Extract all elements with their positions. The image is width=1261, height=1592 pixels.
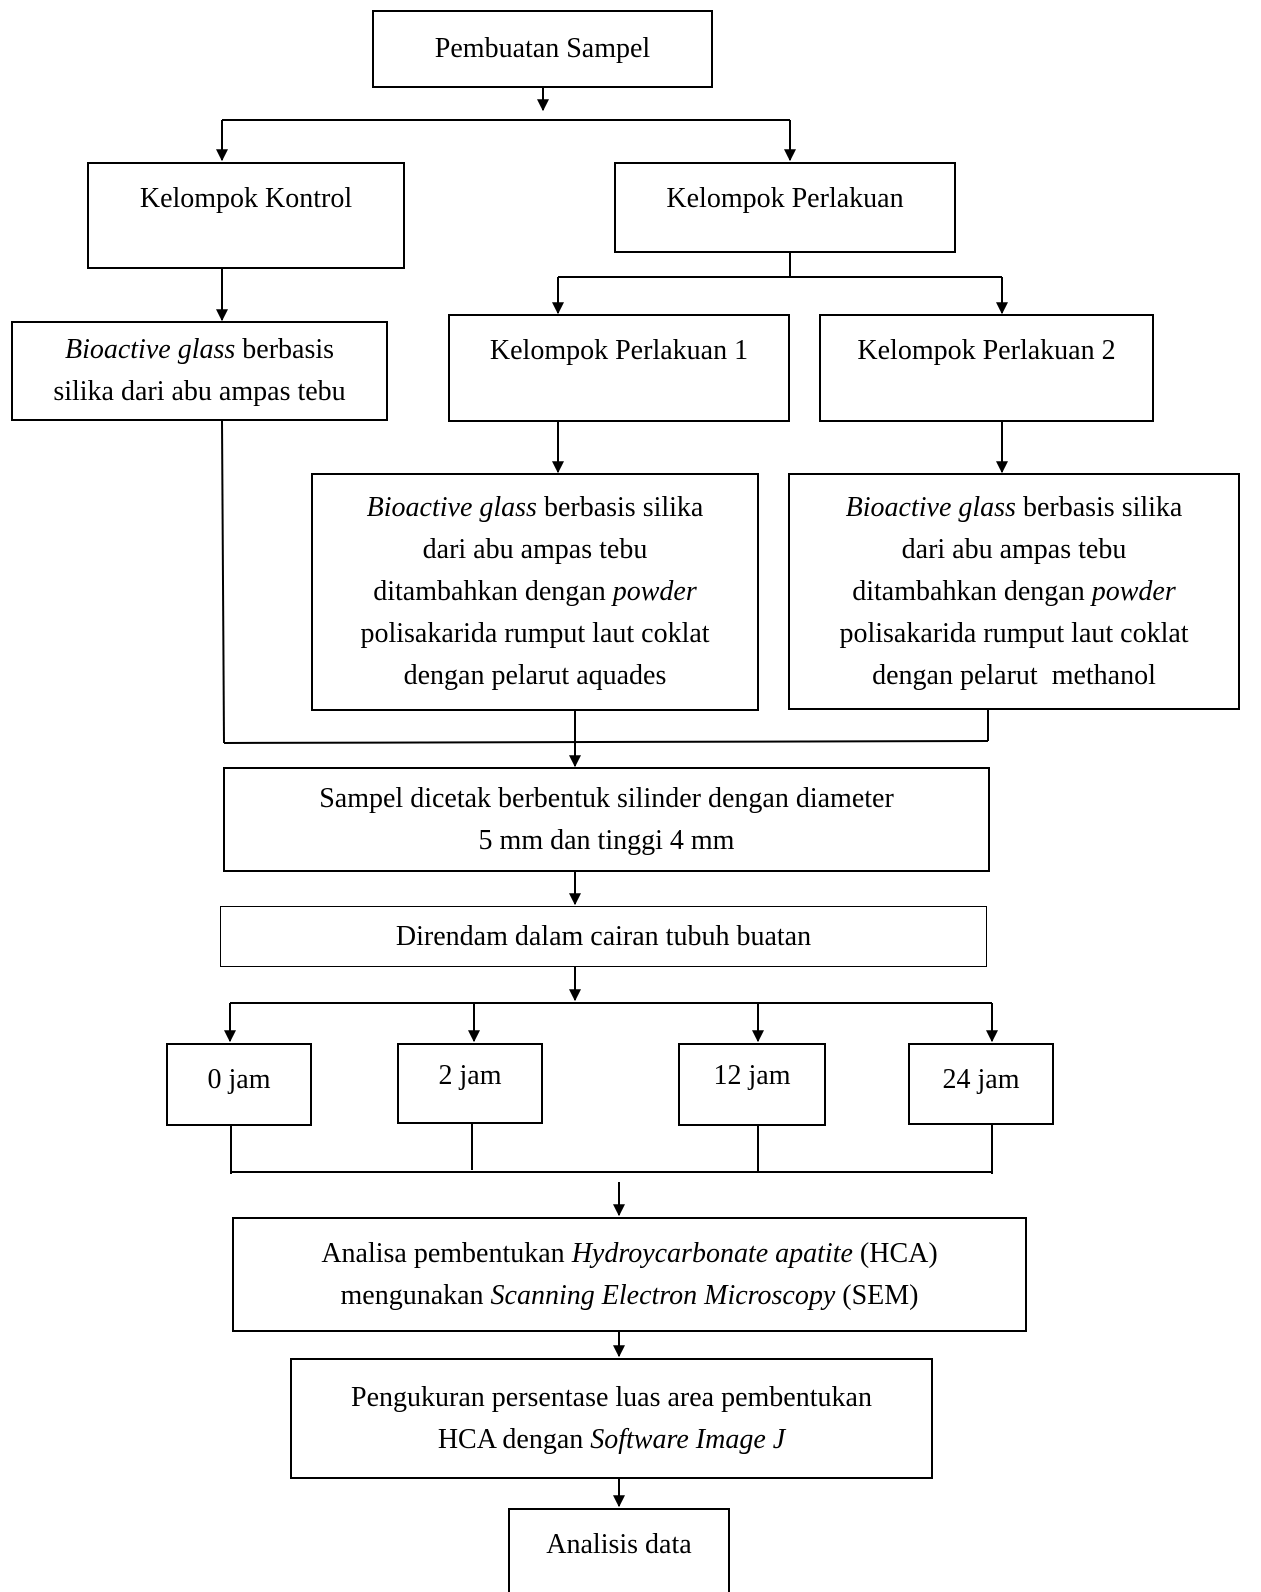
treatment-1-material-italic: Bioactive glass <box>366 492 537 523</box>
treatment-1-material-line1-rest: berbasis silika <box>536 492 704 523</box>
end-box: Analisis data <box>508 1508 730 1592</box>
treatment-group-box: Kelompok Perlakuan <box>614 162 956 253</box>
treatment-group-label: Kelompok Perlakuan <box>666 183 904 214</box>
time-label: 12 jam <box>713 1060 791 1091</box>
treatment-2-material-line5: dengan pelarut methanol <box>872 659 1156 691</box>
start-box: Pembuatan Sampel <box>372 10 713 88</box>
time-box-24: 24 jam <box>908 1043 1054 1125</box>
treatment-2-material-line3-pre: ditambahkan dengan <box>852 575 1092 607</box>
end-label: Analisis data <box>546 1529 692 1560</box>
soak-box: Direndam dalam cairan tubuh buatan <box>220 906 987 967</box>
molding-line2: 5 mm dan tinggi 4 mm <box>478 824 735 856</box>
connector-line <box>223 740 989 744</box>
treatment-1-material-line3-italic: powder <box>612 576 697 607</box>
treatment-2-material-line1: Bioactive glass berbasis silika <box>846 487 1183 529</box>
control-group-label: Kelompok Kontrol <box>139 183 353 214</box>
measurement-line2-italic: Software Image J <box>590 1423 786 1455</box>
measurement-line2-pre: HCA dengan <box>437 1423 591 1455</box>
hca-analysis-line2-italic: Scanning Electron Microscopy <box>490 1279 836 1311</box>
hca-analysis-line2-post: (SEM) <box>835 1279 919 1311</box>
hca-analysis-box: Analisa pembentukan Hydroycarbonate apat… <box>232 1217 1027 1332</box>
treatment-1-material-line3: ditambahkan dengan powder <box>373 571 696 613</box>
control-material-line1-rest: berbasis <box>235 334 335 365</box>
treatment-1-material-line1: Bioactive glass berbasis silika <box>367 487 704 529</box>
treatment-2-box: Kelompok Perlakuan 2 <box>819 314 1154 422</box>
treatment-2-material-line4: polisakarida rumput laut coklat <box>839 617 1189 649</box>
measurement-line2: HCA dengan Software Image J <box>438 1419 785 1461</box>
treatment-1-material-line3-pre: ditambahkan dengan <box>373 576 613 607</box>
soak-label: Direndam dalam cairan tubuh buatan <box>395 920 812 952</box>
control-material-line1: Bioactive glass berbasis <box>65 329 334 371</box>
treatment-2-material-box: Bioactive glass berbasis silika dari abu… <box>788 473 1240 710</box>
control-material-line2: silika dari abu ampas tebu <box>53 376 346 407</box>
molding-line1: Sampel dicetak berbentuk silinder dengan… <box>319 782 894 814</box>
molding-box: Sampel dicetak berbentuk silinder dengan… <box>223 767 990 872</box>
control-material-italic: Bioactive glass <box>64 334 236 365</box>
treatment-1-material-line5: dengan pelarut aquades <box>403 660 667 691</box>
hca-analysis-line1-pre: Analisa pembentukan <box>321 1237 572 1269</box>
time-box-0: 0 jam <box>166 1043 312 1126</box>
treatment-2-material-italic: Bioactive glass <box>845 491 1016 523</box>
treatment-2-material-line3: ditambahkan dengan powder <box>852 571 1175 613</box>
treatment-1-box: Kelompok Perlakuan 1 <box>448 314 790 422</box>
hca-analysis-line2-pre: mengunakan <box>340 1279 491 1311</box>
measurement-box: Pengukuran persentase luas area pembentu… <box>290 1358 933 1479</box>
time-label: 0 jam <box>207 1064 271 1095</box>
time-label: 2 jam <box>438 1060 502 1091</box>
time-box-2: 2 jam <box>397 1043 543 1124</box>
control-material-box: Bioactive glass berbasis silika dari abu… <box>11 321 388 421</box>
treatment-1-material-box: Bioactive glass berbasis silika dari abu… <box>311 473 759 711</box>
connector-line <box>221 420 225 744</box>
treatment-2-material-line1-rest: berbasis silika <box>1015 491 1183 523</box>
time-box-12: 12 jam <box>678 1043 826 1126</box>
treatment-2-material-line2: dari abu ampas tebu <box>901 533 1127 565</box>
hca-analysis-line2: mengunakan Scanning Electron Microscopy … <box>340 1275 918 1317</box>
hca-analysis-line1-post: (HCA) <box>852 1237 938 1269</box>
hca-analysis-line1: Analisa pembentukan Hydroycarbonate apat… <box>321 1233 937 1275</box>
control-group-box: Kelompok Kontrol <box>87 162 405 269</box>
treatment-2-label: Kelompok Perlakuan 2 <box>857 335 1116 366</box>
treatment-1-material-line4: polisakarida rumput laut coklat <box>360 618 710 649</box>
treatment-1-label: Kelompok Perlakuan 1 <box>489 335 749 366</box>
hca-analysis-line1-italic: Hydroycarbonate apatite <box>571 1237 853 1269</box>
start-label: Pembuatan Sampel <box>434 33 651 64</box>
measurement-line1: Pengukuran persentase luas area pembentu… <box>351 1381 872 1413</box>
time-label: 24 jam <box>942 1064 1020 1095</box>
treatment-2-material-line3-italic: powder <box>1091 575 1176 607</box>
treatment-1-material-line2: dari abu ampas tebu <box>422 534 648 565</box>
